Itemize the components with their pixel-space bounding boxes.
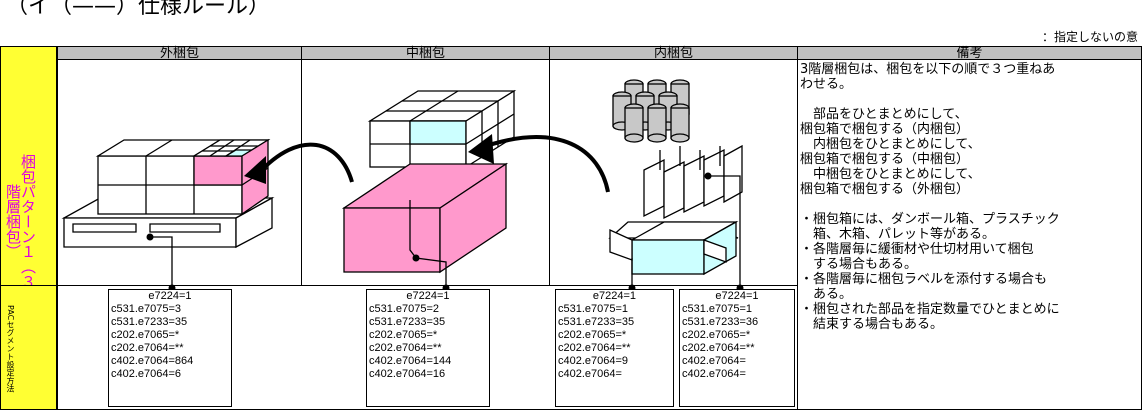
code-line: c402.e7064=144: [369, 355, 452, 367]
note-line: [800, 92, 1138, 107]
code-line: e7224=1: [148, 290, 192, 302]
note-line: 3階層梱包は、梱包を以下の順で３つ重ねあ: [800, 62, 1056, 77]
code-line: c202.e7064=**: [682, 342, 755, 354]
code-line: c531.e7075=1: [682, 303, 753, 315]
arrow-middle-to-outer: [256, 142, 354, 183]
code-line: c402.e7064=6: [111, 368, 182, 380]
code-line: c531.e7233=35: [369, 316, 446, 328]
note-line: ・各階層毎に緩衝材や仕切材用いて梱包: [800, 242, 1034, 257]
pattern-label-text: 梱包パターン１（３階層梱包）: [4, 153, 37, 289]
code-line: c531.e7075=3: [111, 303, 182, 315]
code-line: c531.e7075=1: [558, 303, 629, 315]
code-line: c202.e7065=*: [111, 329, 180, 341]
note-line: 中梱包をひとまとめにして、: [800, 167, 981, 182]
code-line: c402.e7064=: [558, 368, 622, 380]
code-line: c531.e7233=36: [682, 316, 759, 328]
code-line: e7224=1: [592, 290, 637, 302]
note-line: 梱包箱で梱包する（外梱包）: [800, 182, 970, 197]
code-line: c531.e7233=35: [111, 316, 188, 328]
note-line: わせる。: [800, 77, 853, 92]
code-line: c402.e7064=864: [111, 355, 194, 367]
code-line: c202.e7064=**: [369, 342, 442, 354]
remarks-text: 3階層梱包は、梱包を以下の順で３つ重ねあ わせる。 部品をひとまとめにして、 梱…: [800, 62, 1138, 332]
parts-cylinders-icon: [612, 79, 690, 143]
inner-open-box-icon: [608, 220, 739, 276]
code-line: c531.e7233=35: [558, 316, 635, 328]
divider-partitions-icon: [643, 144, 743, 220]
code-line: e7224=1: [406, 290, 450, 302]
note-line: する場合もある。: [800, 257, 918, 272]
page-top-caption: （イ（——）仕様ルール）: [6, 0, 271, 19]
note-line: 梱包箱で梱包する（内梱包）: [800, 122, 970, 137]
arrows: [256, 135, 610, 193]
code-line: c531.e7075=2: [369, 303, 440, 315]
middle-outer-box-icon: [341, 162, 509, 274]
note-line: [800, 197, 1138, 212]
note-line: ・各階層毎に梱包ラベルを添付する場合も: [800, 272, 1048, 287]
code-line: c202.e7065=*: [369, 329, 438, 341]
code-line: e7224=1: [715, 290, 759, 302]
arrow-inner-to-middle: [479, 135, 610, 193]
note-line: 梱包箱で梱包する（中梱包）: [800, 152, 970, 167]
inner-pac-codes-b: e7224=1 c531.e7075=1 c531.e7233=36 c202.…: [679, 289, 795, 407]
middle-pac-codes: e7224=1 c531.e7075=2 c531.e7233=35 c202.…: [366, 289, 490, 407]
note-line: 箱、木箱、パレット等がある。: [800, 227, 996, 242]
code-line: c402.e7064=9: [558, 355, 629, 367]
note-line: ある。: [800, 287, 853, 302]
outer-box-stack-icon: [95, 138, 271, 216]
segment-label-text: PACセグメント設定方法: [6, 305, 15, 393]
arrowhead-middle: [468, 134, 494, 164]
outer-pac-codes: e7224=1 c531.e7075=3 c531.e7233=35 c202.…: [108, 289, 232, 407]
note-line: 結束する場合もある。: [800, 317, 944, 332]
code-line: c402.e7064=: [682, 368, 746, 380]
code-line: c202.e7065=*: [558, 329, 627, 341]
note-line: 内梱包をひとまとめにして、: [800, 137, 981, 152]
arrowhead-outer: [244, 156, 266, 184]
inner-pac-codes-a: e7224=1 c531.e7075=1 c531.e7233=35 c202.…: [555, 289, 674, 407]
note-line: ・梱包された部品を指定数量でひとまとめに: [800, 302, 1060, 317]
wildcard-note: ：指定しないの意: [1041, 30, 1138, 44]
code-line: c402.e7064=16: [369, 368, 446, 380]
note-line: 部品をひとまとめにして、: [800, 107, 968, 122]
note-line: ・梱包箱には、ダンボール箱、プラスチック: [800, 212, 1060, 227]
code-line: c202.e7064=**: [111, 342, 184, 354]
code-line: c202.e7064=**: [558, 342, 631, 354]
row-label-pattern: 梱包パターン１（３階層梱包）: [0, 46, 57, 289]
code-line: c202.e7065=*: [682, 329, 751, 341]
code-line: c402.e7064=: [682, 355, 746, 367]
